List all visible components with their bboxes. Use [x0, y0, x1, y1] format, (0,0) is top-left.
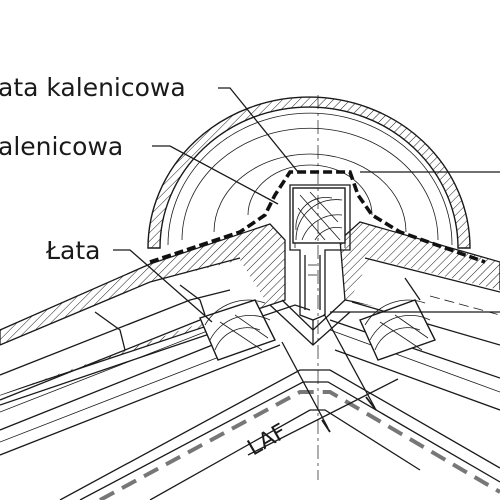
- left-batten: [199, 299, 276, 361]
- laf-dimension: [247, 313, 399, 456]
- right-roof-slope: [329, 221, 500, 411]
- under-roof-boards: [0, 304, 500, 500]
- label-ridge-item: alenicowa: [0, 132, 123, 161]
- label-laf: LAF: [244, 419, 292, 461]
- ridge-membrane: [149, 170, 486, 264]
- ridge-batten: [292, 187, 346, 244]
- ridge-cap-tile: [147, 96, 471, 249]
- label-ridge-batten: ata kalenicowa: [0, 73, 186, 102]
- right-batten: [359, 299, 436, 361]
- leader-lines: [113, 87, 500, 323]
- label-batten: Łata: [45, 236, 101, 265]
